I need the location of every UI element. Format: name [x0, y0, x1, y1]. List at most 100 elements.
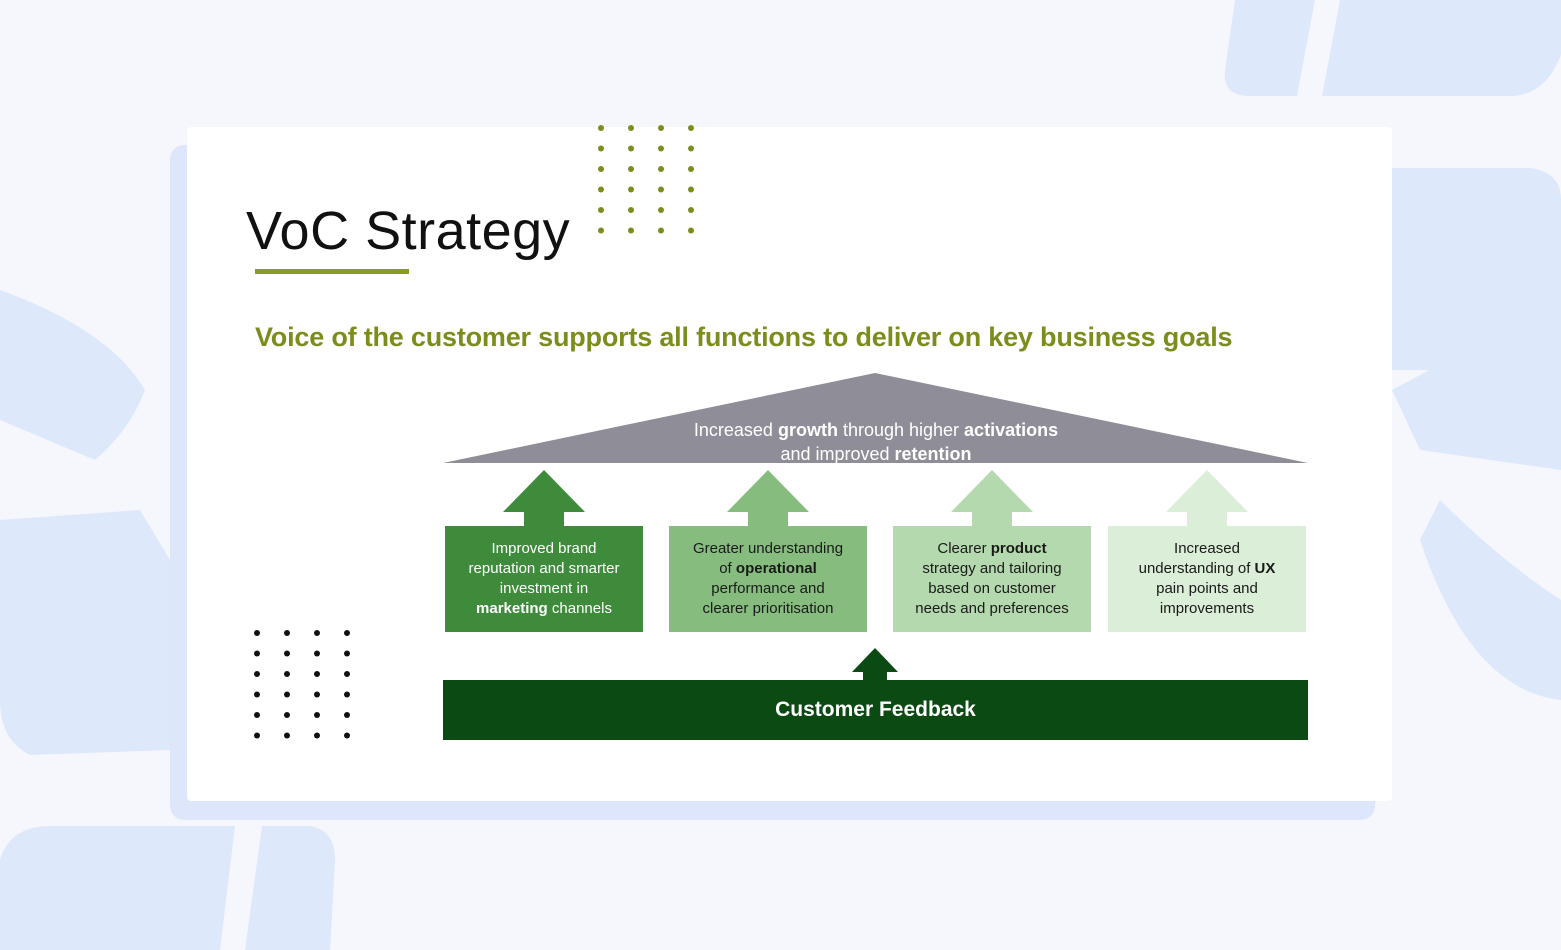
pillar-text-run: Clearer — [937, 540, 991, 557]
pillar-text-run: reputation and smarter — [468, 560, 620, 577]
roof-label-line: and improved retention — [600, 442, 1152, 466]
pillar-label-line: investment in — [469, 579, 620, 599]
dot — [598, 207, 604, 213]
dot — [688, 145, 694, 152]
pillar-label-line: Greater understanding — [693, 539, 843, 559]
dot — [598, 227, 604, 234]
bg-shape — [1420, 500, 1561, 700]
roof-label: Increased growth through higher activati… — [600, 418, 1152, 466]
pillar-label-line: pain points and — [1139, 579, 1276, 599]
dot — [658, 125, 664, 131]
dot — [344, 691, 350, 698]
dot — [688, 166, 694, 172]
dot — [688, 227, 694, 234]
pillar-brand-marketing: Improved brand reputation and smarter inve… — [445, 526, 643, 632]
pillar-text-run: channels — [547, 600, 612, 617]
pillar-label-line: Clearer product — [915, 539, 1068, 559]
dot — [254, 671, 260, 677]
dot-grid-decoration — [254, 630, 350, 739]
dot — [284, 650, 290, 657]
slide-title: VoC Strategy — [246, 201, 571, 261]
dot — [628, 125, 634, 131]
dot — [658, 227, 664, 234]
pillar-text-run: based on customer — [928, 580, 1056, 597]
pillar-text-run: Increased — [1174, 540, 1240, 557]
dot — [344, 650, 350, 657]
dot — [254, 712, 260, 718]
dot — [658, 207, 664, 213]
pillar-text-run: strategy and tailoring — [922, 560, 1062, 577]
dot — [314, 732, 320, 739]
pillar-label-line: performance and — [693, 579, 843, 599]
roof-text-run: and improved — [780, 444, 895, 464]
dot — [344, 671, 350, 677]
pillar-label-line: clearer prioritisation — [693, 599, 843, 619]
pillar-text-run: investment in — [499, 580, 589, 597]
dot — [344, 732, 350, 739]
dot — [284, 732, 290, 739]
pillar-text-run: Improved brand — [491, 540, 597, 557]
dot — [658, 186, 664, 193]
dot — [628, 227, 634, 234]
pillar-label-line: needs and preferences — [915, 599, 1068, 619]
dot — [314, 671, 320, 677]
dot — [688, 125, 694, 131]
dot — [598, 186, 604, 193]
roof-label-line: Increased growth through higher activati… — [600, 418, 1152, 442]
pillar-text-run: understanding of — [1138, 560, 1255, 577]
dot — [314, 650, 320, 657]
pillar-label-line: reputation and smarter — [469, 559, 620, 579]
roof-text-run: activations — [964, 420, 1059, 440]
bg-shape — [1392, 168, 1561, 370]
pillar-label: Improved brand reputation and smarter inve… — [469, 539, 620, 619]
pillar-text-run: marketing — [476, 600, 548, 617]
dot — [658, 166, 664, 172]
roof-text-run: retention — [894, 444, 972, 464]
dot — [284, 691, 290, 698]
dot — [628, 145, 634, 152]
pillar-label-line: Improved brand — [469, 539, 620, 559]
dot — [314, 712, 320, 718]
dot — [628, 166, 634, 172]
pillar-text-run: improvements — [1159, 600, 1255, 617]
pillar-text-run: pain points and — [1156, 580, 1258, 597]
bg-shape — [1392, 300, 1561, 470]
roof-text-run: through higher — [837, 420, 965, 440]
dot-grid-decoration — [598, 125, 694, 234]
pillar-text-run: performance and — [711, 580, 825, 597]
bg-shape — [0, 510, 170, 755]
pillar-text-run: operational — [735, 560, 817, 577]
dot — [598, 125, 604, 131]
pillar-label-line: marketing channels — [469, 599, 620, 619]
pillar-label-line: understanding of UX — [1139, 559, 1276, 579]
dot — [688, 207, 694, 213]
dot — [598, 166, 604, 172]
dot — [688, 186, 694, 193]
pillar-text-run: UX — [1254, 560, 1276, 577]
bg-shape — [0, 290, 145, 460]
pillar-label-line: of operational — [693, 559, 843, 579]
dot — [628, 186, 634, 193]
pillar-text-run: Greater understanding — [692, 540, 844, 557]
dot — [284, 671, 290, 677]
pillar-text-run: of — [719, 560, 736, 577]
foundation-customer-feedback: Customer Feedback — [443, 680, 1308, 740]
dot — [344, 630, 350, 636]
pillar-text-run: needs and preferences — [915, 600, 1069, 617]
roof-text-run: Increased — [693, 420, 778, 440]
pillar-label-line: strategy and tailoring — [915, 559, 1068, 579]
dot — [254, 732, 260, 739]
dot — [284, 712, 290, 718]
dot — [254, 630, 260, 636]
dot — [284, 630, 290, 636]
bg-shape — [1224, 0, 1315, 96]
pillar-text-run: product — [990, 540, 1047, 557]
dot — [344, 712, 350, 718]
dot — [628, 207, 634, 213]
pillar-label-line: improvements — [1139, 599, 1276, 619]
